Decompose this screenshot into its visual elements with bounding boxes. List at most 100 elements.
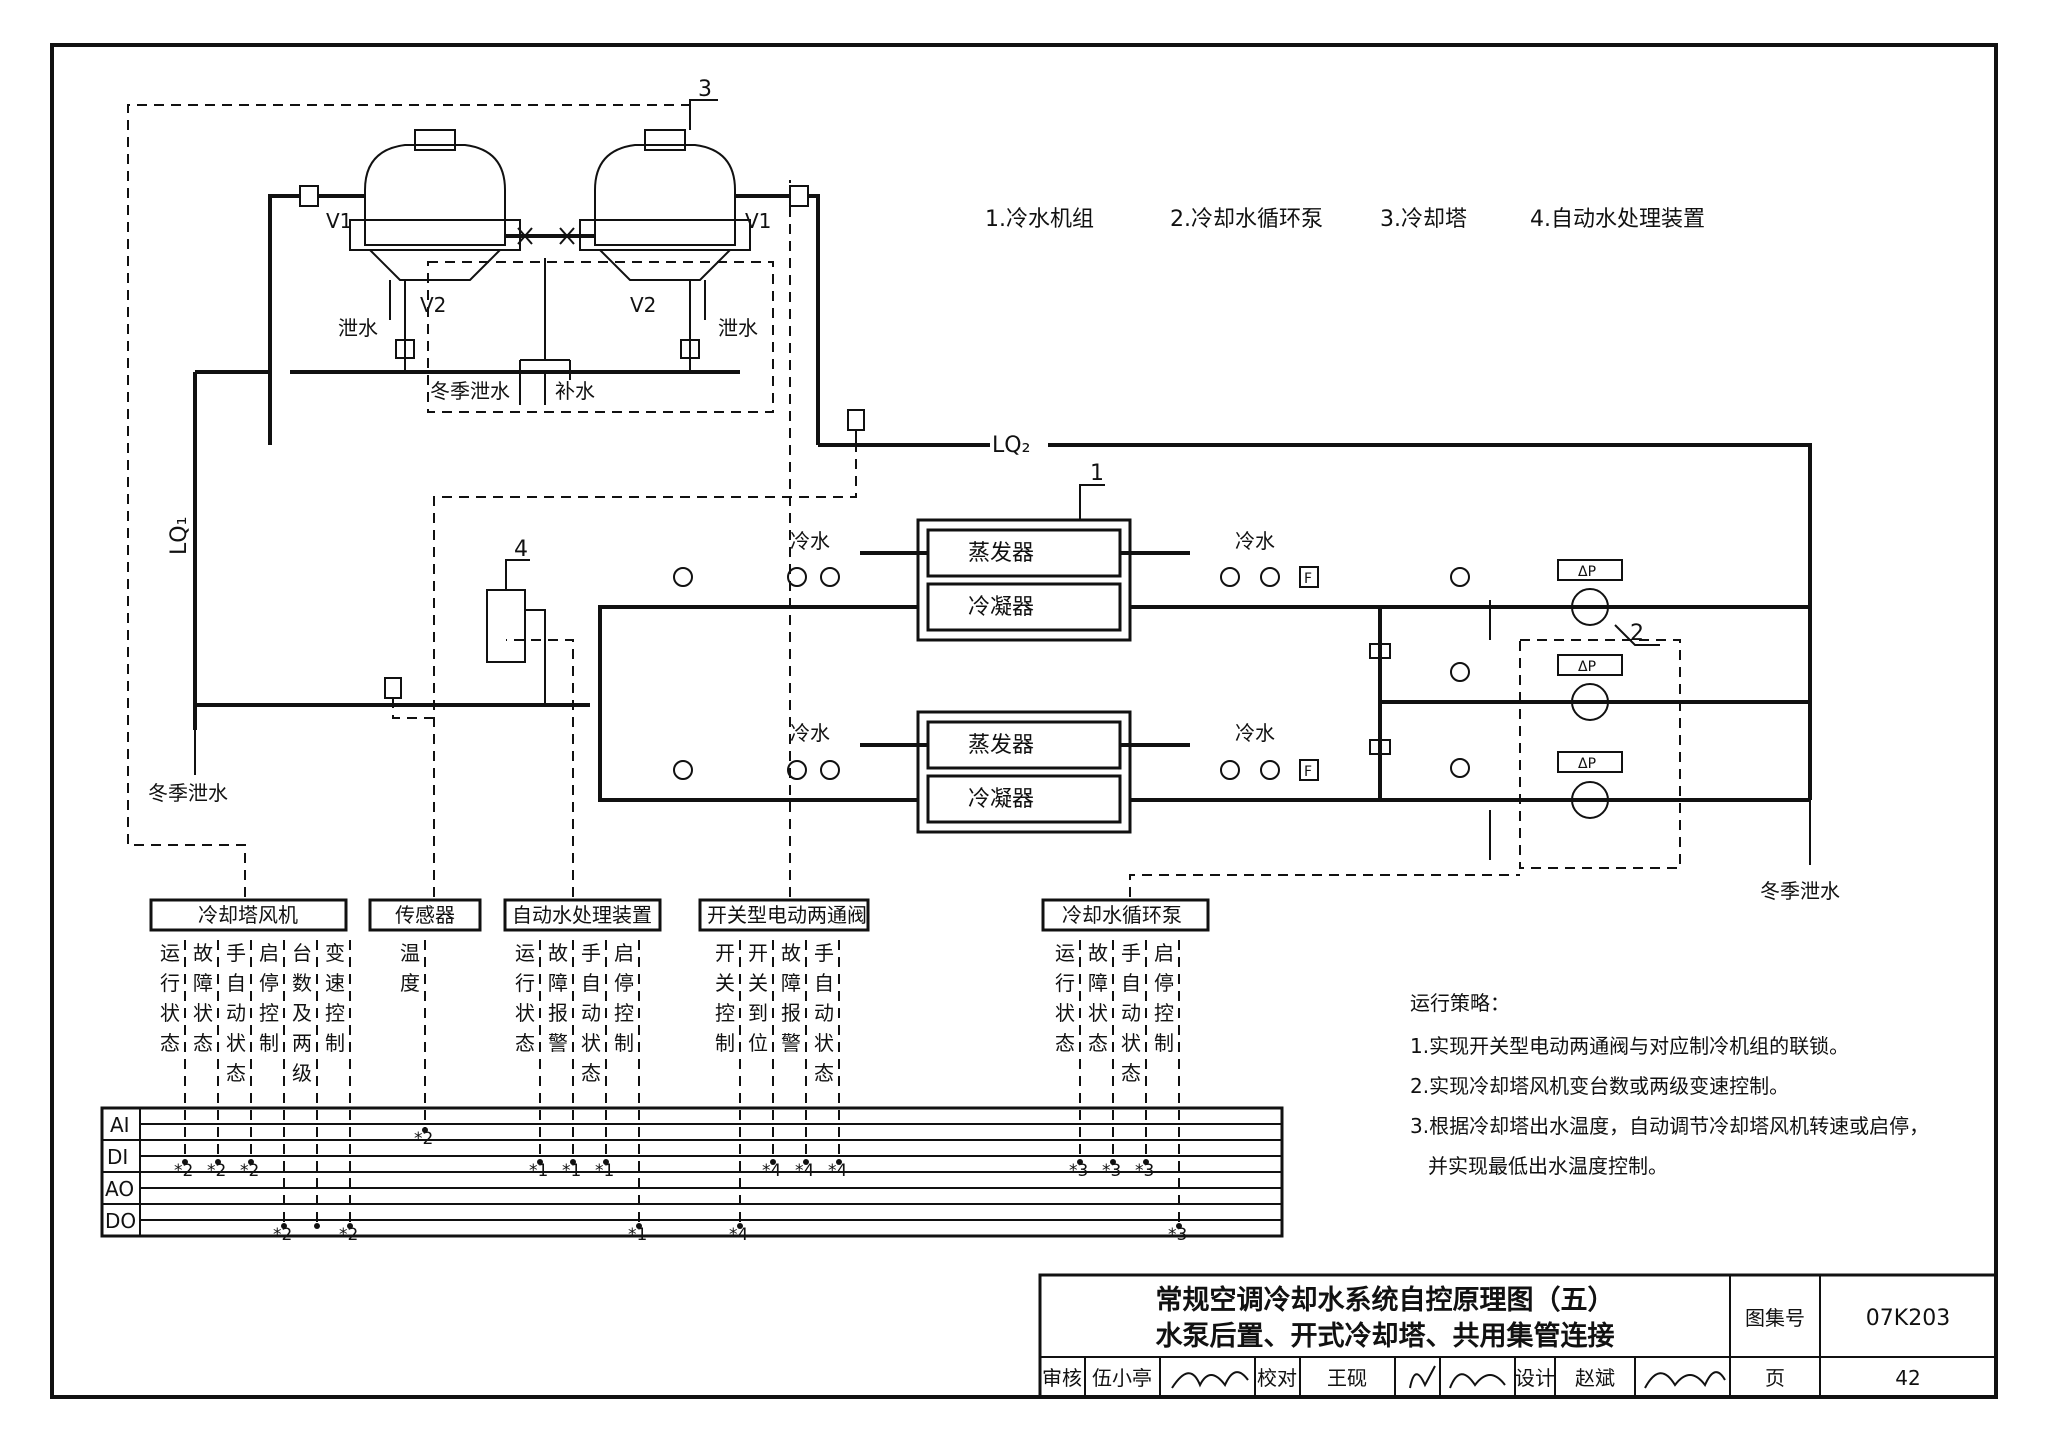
left-riser-pipe bbox=[268, 194, 300, 445]
io-point-dot bbox=[347, 1223, 353, 1229]
pipe-lq1 bbox=[193, 372, 590, 707]
page-label: 页 bbox=[1765, 1366, 1785, 1390]
io-point-dot bbox=[803, 1159, 809, 1165]
svg-text:ΔP: ΔP bbox=[1578, 564, 1596, 580]
io-point-dot bbox=[603, 1159, 609, 1165]
pump-3: ΔP bbox=[1557, 751, 1623, 819]
io-point-label-char: 运 bbox=[1055, 941, 1075, 965]
io-point-label-char: 控 bbox=[259, 1001, 279, 1025]
signal-wiring bbox=[127, 104, 1520, 897]
drain-left-label: 泄水 bbox=[338, 316, 378, 340]
group-tower-fan bbox=[149, 898, 348, 932]
io-point-label-char: 启 bbox=[1154, 941, 1174, 965]
io-point-dot bbox=[422, 1127, 428, 1133]
io-point-label-char: 级 bbox=[292, 1061, 312, 1085]
strategy-item-2: 2.实现冷却塔风机变台数或两级变速控制。 bbox=[1410, 1074, 1789, 1098]
chiller1-chw-in-label: 冷水 bbox=[790, 529, 830, 553]
treatment-unit-number: 4 bbox=[514, 537, 528, 562]
io-type-ao: AO bbox=[105, 1177, 134, 1201]
io-point-label-char: 态 bbox=[1088, 1031, 1108, 1055]
io-point-label-char: 态 bbox=[814, 1061, 834, 1085]
io-point-label-char: 运 bbox=[160, 941, 180, 965]
title-block: 常规空调冷却水系统自控原理图（五） 水泵后置、开式冷却塔、共用集管连接 图集号 … bbox=[1038, 1273, 1998, 1399]
atlas-number: 07K203 bbox=[1866, 1306, 1950, 1331]
io-point-label-char: 制 bbox=[325, 1031, 345, 1055]
io-point-label-char: 动 bbox=[1121, 1001, 1141, 1025]
io-point-label-char: 自 bbox=[814, 971, 834, 995]
io-point-label-char: 度 bbox=[400, 971, 420, 995]
chiller2-chw-in-label: 冷水 bbox=[790, 721, 830, 745]
io-point-label-char: 故 bbox=[193, 941, 213, 965]
water-treatment-unit: 4 bbox=[486, 537, 546, 705]
io-point-label-char: 故 bbox=[781, 941, 801, 965]
io-point-label-char: 状 bbox=[160, 1001, 180, 1025]
io-point-label-char: 态 bbox=[1055, 1031, 1075, 1055]
io-point-dot bbox=[1077, 1159, 1083, 1165]
io-point-label-char: 数 bbox=[292, 971, 312, 995]
io-point-label-char: 行 bbox=[1055, 971, 1075, 995]
io-point-columns: 运行状态*2故障状态*2手自动状态*2启停控制*2台数及两级变速控制*2温度*2… bbox=[160, 940, 1187, 1245]
io-type-table: AI DI AO DO bbox=[100, 1106, 1284, 1238]
cooling-tower-right bbox=[579, 129, 751, 281]
io-point-label-char: 控 bbox=[325, 1001, 345, 1025]
atlas-number-label: 图集号 bbox=[1745, 1306, 1805, 1330]
pipe-lq2 bbox=[818, 443, 1812, 800]
io-point-label-char: 启 bbox=[614, 941, 634, 965]
gauges bbox=[673, 567, 1470, 780]
io-point-label-char: 状 bbox=[1121, 1031, 1141, 1055]
io-point-dot bbox=[314, 1223, 320, 1229]
io-point-label-char: 动 bbox=[581, 1001, 601, 1025]
io-point-label-char: 手 bbox=[814, 941, 834, 965]
makeup-water-label: 补水 bbox=[555, 379, 595, 403]
io-point-dot bbox=[636, 1223, 642, 1229]
io-point-label-char: 手 bbox=[226, 941, 246, 965]
io-point-label-char: 控 bbox=[715, 1001, 735, 1025]
svg-text:F: F bbox=[1304, 764, 1312, 780]
io-point-label-char: 动 bbox=[814, 1001, 834, 1025]
io-point-label-char: 变 bbox=[325, 941, 345, 965]
strategy-title: 运行策略： bbox=[1410, 991, 1510, 1015]
temp-sensor-lq2 bbox=[847, 409, 865, 431]
chiller1-evaporator-label: 蒸发器 bbox=[968, 541, 1034, 566]
io-point-label-char: 运 bbox=[515, 941, 535, 965]
io-point-label-char: 制 bbox=[1154, 1031, 1174, 1055]
io-point-dot bbox=[215, 1159, 221, 1165]
io-point-label-char: 手 bbox=[581, 941, 601, 965]
io-point-label-char: 自 bbox=[581, 971, 601, 995]
io-point-dot bbox=[248, 1159, 254, 1165]
io-point-label-char: 障 bbox=[548, 971, 568, 995]
io-point-label-char: 及 bbox=[292, 1001, 312, 1025]
sheet-border bbox=[50, 43, 1998, 1399]
io-point-label-char: 行 bbox=[160, 971, 180, 995]
chiller-2: 蒸发器 冷凝器 冷水 冷水 bbox=[790, 710, 1275, 834]
leader-label-3: 3 bbox=[689, 77, 718, 130]
io-point-label-char: 台 bbox=[292, 941, 312, 965]
tower-package-boundary bbox=[427, 261, 774, 413]
check-name: 王砚 bbox=[1327, 1366, 1367, 1390]
pump-signal-boundary bbox=[1519, 639, 1681, 869]
io-point-label-char: 状 bbox=[581, 1031, 601, 1055]
designer-signature bbox=[1644, 1371, 1726, 1389]
legend-item: 4.自动水处理装置 bbox=[1530, 207, 1705, 232]
io-point-label-char: 关 bbox=[748, 971, 768, 995]
io-point-dot bbox=[182, 1159, 188, 1165]
io-point-label-char: 状 bbox=[1088, 1001, 1108, 1025]
drawing-title-2: 水泵后置、开式冷却塔、共用集管连接 bbox=[1156, 1320, 1615, 1352]
pipe-lq2-label: LQ₂ bbox=[992, 433, 1030, 458]
io-point-dot bbox=[537, 1159, 543, 1165]
io-point-label-char: 障 bbox=[1088, 971, 1108, 995]
io-point-label-char: 警 bbox=[781, 1031, 801, 1055]
chiller2-evaporator-label: 蒸发器 bbox=[968, 733, 1034, 758]
cooling-tower-left bbox=[349, 129, 521, 281]
io-point-dot bbox=[737, 1223, 743, 1229]
check-label: 校对 bbox=[1257, 1366, 1297, 1390]
io-point-label-char: 自 bbox=[226, 971, 246, 995]
io-point-dot bbox=[1110, 1159, 1116, 1165]
chiller2-condenser-label: 冷凝器 bbox=[968, 787, 1034, 812]
io-point-label-char: 报 bbox=[781, 1001, 801, 1025]
io-point-dot bbox=[836, 1159, 842, 1165]
io-point-label-char: 态 bbox=[160, 1031, 180, 1055]
pump-number: 2 bbox=[1630, 621, 1644, 646]
chiller-1: 蒸发器 冷凝器 1 冷水 冷水 bbox=[790, 461, 1275, 642]
